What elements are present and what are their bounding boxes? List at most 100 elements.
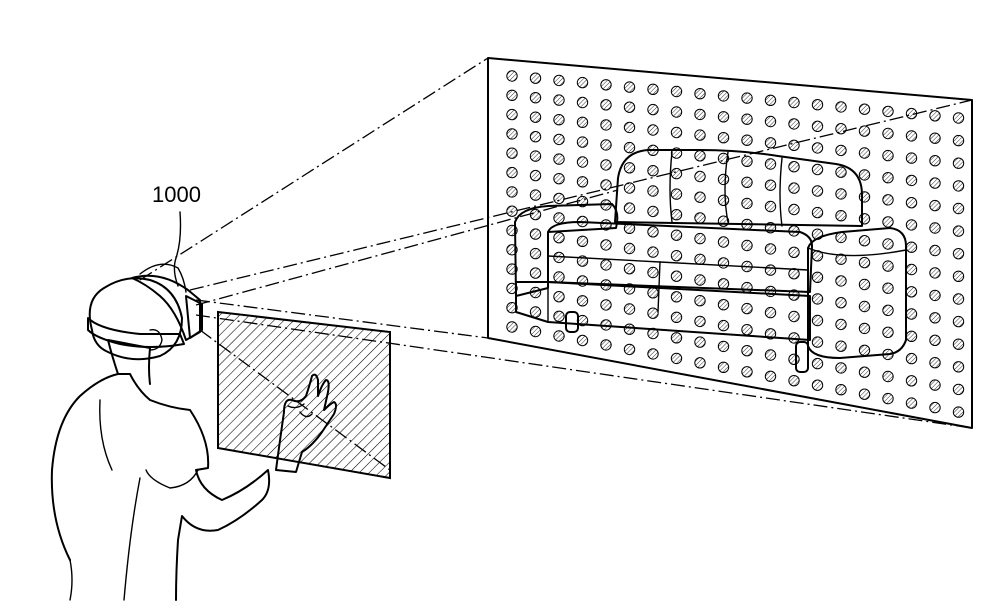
- wall-dot: [623, 303, 636, 315]
- wall-dot: [647, 205, 659, 218]
- wall-dot: [576, 215, 589, 228]
- hand-gesture: [275, 373, 337, 473]
- wall-dot: [506, 321, 518, 333]
- wall-dot: [905, 241, 918, 253]
- wall-dot: [670, 188, 683, 200]
- wall-dot: [952, 157, 965, 169]
- wall-dot: [529, 189, 542, 201]
- sofa-illustration: [514, 144, 907, 373]
- wall-dot: [553, 232, 565, 244]
- wall-dot: [811, 163, 824, 176]
- wall-dot: [506, 302, 518, 314]
- wall-dot: [764, 158, 777, 170]
- wall-dot: [694, 253, 706, 265]
- virtual-wall: [487, 57, 973, 429]
- wall-dot: [835, 253, 847, 265]
- wall-dot: [882, 370, 894, 383]
- wall-dot: [905, 219, 918, 231]
- wall-dot: [623, 323, 636, 335]
- wall-dot: [576, 275, 589, 287]
- wall-dot: [882, 348, 894, 361]
- wall-dot: [952, 134, 965, 147]
- wall-dot: [741, 113, 753, 125]
- wall-dot: [858, 344, 871, 356]
- wall-dot: [623, 343, 636, 356]
- wall-dot: [553, 153, 565, 165]
- wall-dot: [952, 383, 965, 396]
- wall-dot: [882, 105, 894, 118]
- wall-dot: [905, 352, 918, 365]
- wall-dot: [811, 99, 824, 111]
- wall-dot: [647, 103, 659, 116]
- wall-dot: [553, 271, 565, 283]
- wall-dot: [905, 197, 918, 209]
- wall-dot: [600, 319, 612, 331]
- wall-dot: [694, 108, 706, 121]
- wall-dot: [717, 319, 730, 332]
- wall-dot: [764, 94, 777, 107]
- wall-dot: [835, 101, 847, 113]
- wall-dot: [741, 366, 753, 378]
- wall-dot: [882, 282, 894, 294]
- wall-dot: [882, 172, 894, 184]
- wall-dot: [670, 229, 683, 241]
- wall-dot: [811, 206, 824, 219]
- wall-dot: [529, 247, 542, 260]
- wall-dot: [600, 139, 612, 151]
- wall-dot: [952, 315, 965, 328]
- wall-dot: [647, 124, 659, 136]
- wall-dot: [694, 274, 706, 286]
- wall-dot: [717, 194, 730, 207]
- wall-dot: [670, 167, 683, 180]
- wall-dot: [576, 156, 589, 168]
- wall-dot: [670, 311, 683, 323]
- wall-dot: [647, 266, 659, 279]
- wall-dot: [835, 362, 847, 374]
- wall-dot: [929, 177, 941, 189]
- wall-dot: [882, 304, 894, 316]
- wall-dot: [717, 152, 730, 165]
- wall-dot: [788, 353, 800, 365]
- wall-dot: [506, 70, 518, 82]
- wall-dot: [600, 99, 612, 111]
- wall-dot: [647, 165, 659, 177]
- wall-dot: [623, 242, 636, 255]
- wall-dot: [670, 332, 683, 344]
- wall-dot: [741, 324, 753, 336]
- wall-dot: [647, 307, 659, 319]
- wall-dot: [506, 147, 518, 159]
- wall-dot: [506, 282, 518, 295]
- wall-dot: [788, 375, 800, 387]
- wall-dot: [600, 279, 612, 291]
- wall-dot: [600, 339, 612, 351]
- wall-dot: [882, 127, 894, 140]
- wall-dot: [882, 238, 894, 250]
- wall-dot: [694, 336, 706, 348]
- wall-dot: [600, 199, 612, 211]
- wall-dot: [811, 314, 824, 327]
- wall-dot: [741, 176, 753, 189]
- wall-dot: [905, 263, 918, 276]
- wall-dot: [717, 111, 730, 123]
- wall-dot: [553, 212, 565, 224]
- wall-dot: [811, 336, 824, 348]
- wall-dot: [929, 132, 941, 144]
- wall-dot: [929, 110, 941, 122]
- wall-dot: [576, 314, 589, 327]
- wall-dot: [600, 119, 612, 131]
- wall-dot: [623, 263, 636, 275]
- wall-dot: [741, 260, 753, 273]
- wall-dot: [858, 235, 871, 247]
- wall-dot: [764, 264, 777, 276]
- wall-dot: [623, 162, 636, 174]
- wall-dot: [623, 222, 636, 235]
- wall-dot: [647, 327, 659, 340]
- wall-dot: [929, 199, 941, 212]
- wall-dot: [882, 260, 894, 272]
- wall-dot: [600, 159, 612, 171]
- wall-dot: [764, 349, 777, 361]
- wall-dot: [811, 142, 824, 154]
- wall-dot: [858, 322, 871, 335]
- wall-dot: [811, 120, 824, 133]
- wall-dot: [835, 231, 847, 244]
